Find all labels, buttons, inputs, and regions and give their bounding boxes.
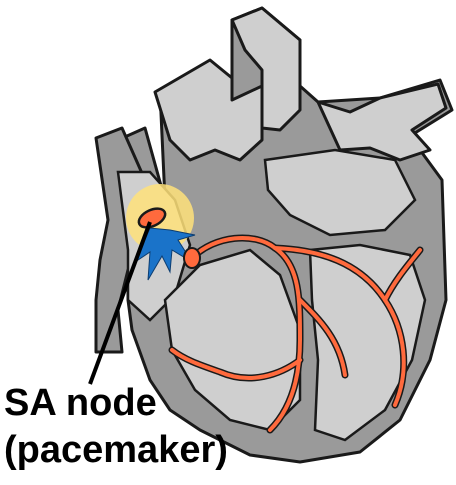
av-node-icon	[184, 248, 200, 268]
sa-node-label: SA node	[4, 384, 157, 422]
pacemaker-label: (pacemaker)	[4, 431, 228, 469]
left-ventricle	[310, 245, 425, 440]
